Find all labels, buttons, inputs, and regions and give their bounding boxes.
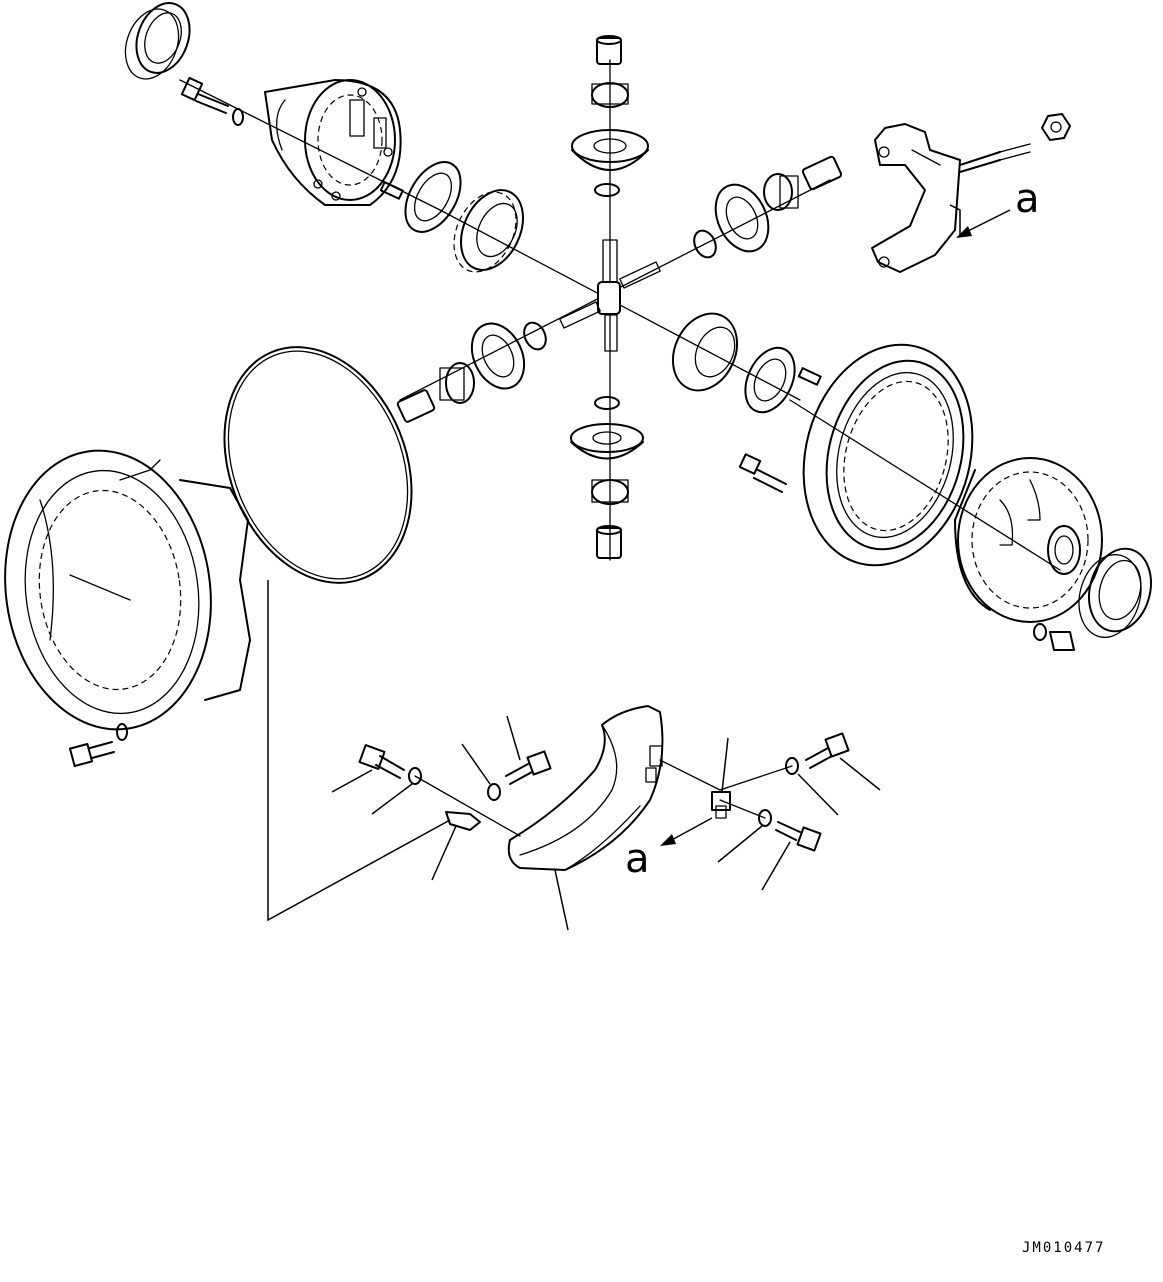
- differential-case-top: [264, 79, 402, 206]
- top-bearing: [124, 2, 191, 80]
- ring-gear-bolt: [738, 453, 787, 493]
- pinion-stack-top: [571, 35, 649, 283]
- ring-gear: [802, 343, 974, 567]
- side-gear-lower-right: [671, 312, 822, 414]
- callout-label-top: a: [1015, 176, 1040, 222]
- top-right-bracket: [871, 113, 1071, 273]
- top-bolt: [180, 76, 244, 126]
- oil-guard: [507, 705, 664, 871]
- guard-leaders: [331, 715, 881, 931]
- right-washer-nut: [1033, 623, 1075, 651]
- detail-frame: [267, 580, 451, 922]
- assembly-axes: [179, 59, 1061, 571]
- gasket-ring: [223, 346, 413, 584]
- axle-housing: [4, 449, 251, 731]
- thrust-washer-left: [404, 161, 462, 233]
- differential-case-right: [954, 457, 1103, 623]
- callout-label-bottom: a: [625, 836, 650, 882]
- right-bearing: [1078, 547, 1152, 638]
- pinion-upper-right: [693, 155, 843, 259]
- spider-cross: [559, 261, 661, 352]
- side-gear-upper-left: [453, 189, 524, 273]
- pin-top-left: [379, 181, 404, 200]
- callout-arrow-bottom: a: [625, 817, 713, 882]
- pinion-stack-bottom: [570, 396, 644, 559]
- drawing-code: JM010477: [1022, 1240, 1105, 1256]
- housing-bolt: [68, 723, 128, 768]
- guard-hardware: [358, 732, 850, 852]
- guard-assembly-lines: [414, 759, 793, 837]
- callout-arrow-top: a: [949, 176, 1040, 238]
- pinion-lower-left: [396, 321, 547, 423]
